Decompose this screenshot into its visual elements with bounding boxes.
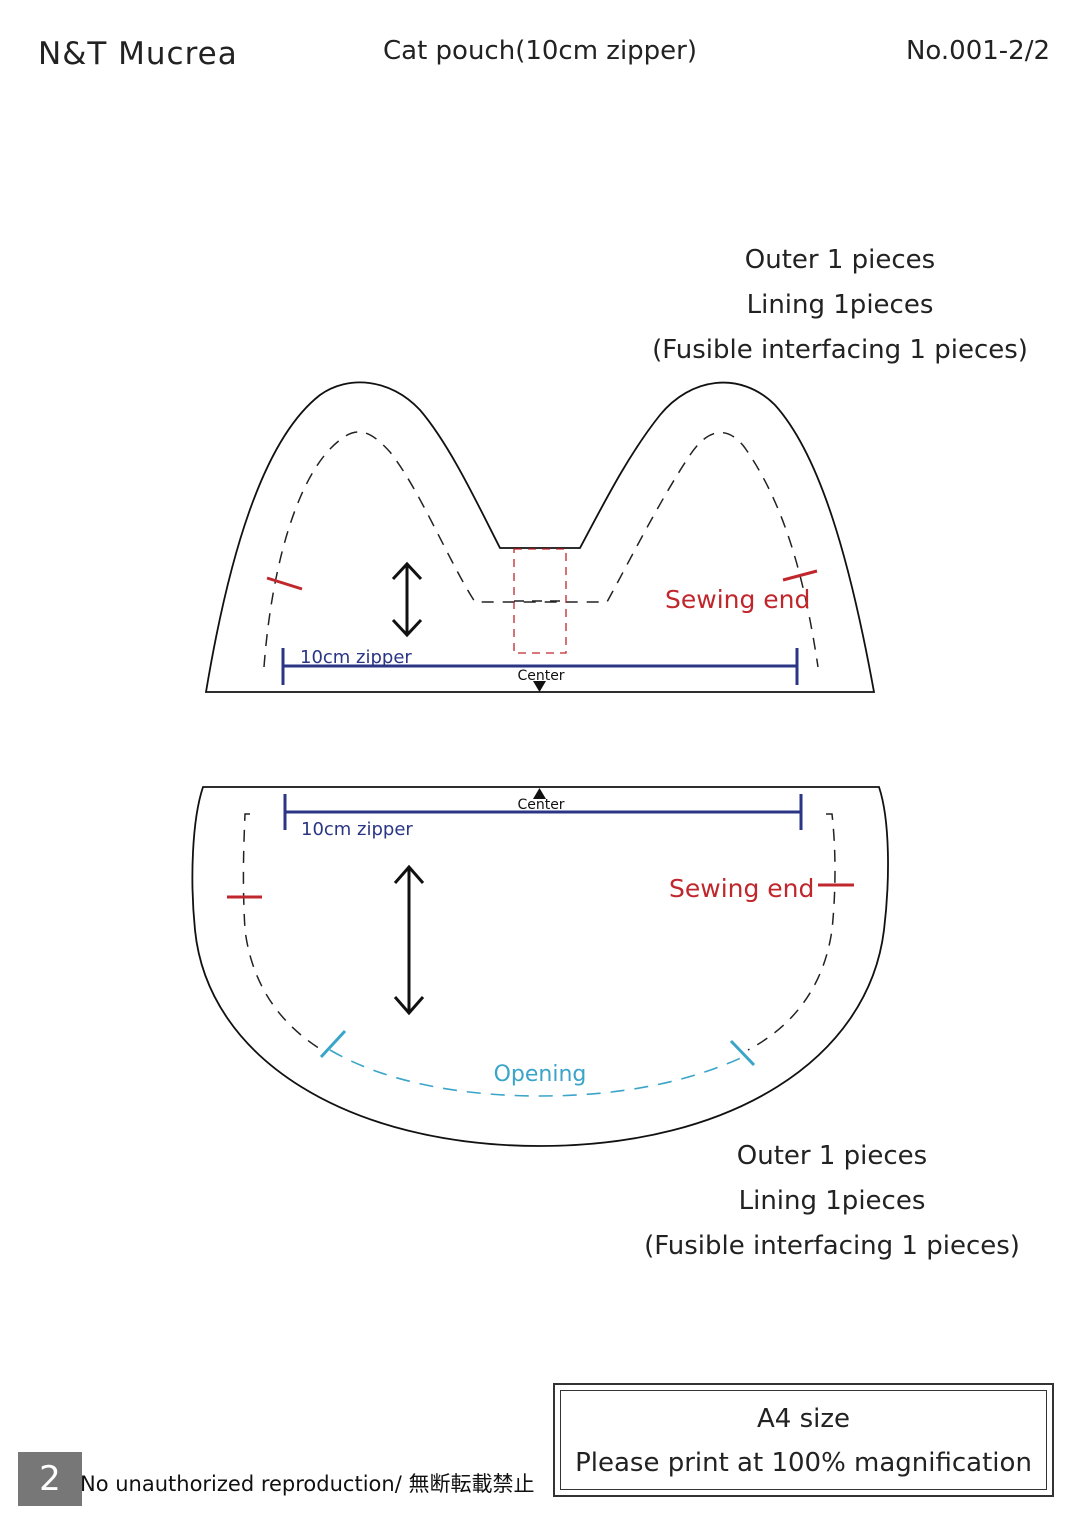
- paper-size: A4 size: [756, 1404, 850, 1434]
- top-center-marker-icon: [533, 681, 546, 692]
- top-sewing-end-label: Sewing end: [665, 585, 810, 614]
- bottom-sewing-end-label: Sewing end: [669, 874, 814, 903]
- top-outer-qty: Outer 1 pieces: [744, 245, 936, 275]
- bottom-piece-cut-line: [191, 786, 889, 1147]
- brand-name: N&T Mucrea: [38, 36, 238, 72]
- print-size-inner: A4 size Please print at 100% magnificati…: [560, 1390, 1047, 1490]
- bottom-piece-seam-line-right: [747, 813, 836, 1051]
- print-instruction: Please print at 100% magnification: [575, 1448, 1032, 1478]
- bottom-zipper-label: 10cm zipper: [301, 819, 413, 840]
- bottom-piece-quantities: Outer 1 pieces Lining 1pieces (Fusible i…: [632, 1134, 1032, 1269]
- opening-mark-right: [729, 1039, 756, 1067]
- opening-seam-line: [329, 1049, 746, 1097]
- top-piece-seam-line: [263, 431, 819, 668]
- bottom-outer-qty: Outer 1 pieces: [736, 1141, 928, 1171]
- top-center-label: Center: [517, 668, 564, 684]
- bottom-piece-seam-line: [242, 813, 326, 1053]
- top-sewing-end-mark-left: [266, 576, 303, 591]
- bottom-grain-arrow-icon: [393, 864, 425, 1016]
- copyright-notice: No unauthorized reproduction/ 無断転載禁止: [80, 1472, 535, 1496]
- bottom-interfacing-qty: (Fusible interfacing 1 pieces): [644, 1231, 1020, 1261]
- print-size-box: A4 size Please print at 100% magnificati…: [553, 1383, 1054, 1497]
- opening-mark-left: [319, 1029, 347, 1059]
- top-piece-quantities: Outer 1 pieces Lining 1pieces (Fusible i…: [640, 238, 1040, 373]
- top-pattern-piece: [204, 381, 876, 693]
- bottom-center-marker-icon: [533, 788, 546, 799]
- top-interfacing-qty: (Fusible interfacing 1 pieces): [652, 335, 1028, 365]
- document-number: No.001-2/2: [905, 36, 1050, 66]
- top-zipper-label: 10cm zipper: [300, 647, 412, 668]
- bottom-lining-qty: Lining 1pieces: [738, 1186, 926, 1216]
- top-lining-qty: Lining 1pieces: [746, 290, 934, 320]
- opening-label: Opening: [494, 1062, 587, 1087]
- pattern-title: Cat pouch(10cm zipper): [382, 36, 698, 66]
- page-number-badge: 2: [18, 1452, 82, 1506]
- top-piece-cut-line: [204, 381, 876, 693]
- bottom-pattern-piece: [191, 786, 889, 1147]
- top-grain-arrow-icon: [391, 561, 423, 638]
- bottom-center-label: Center: [517, 797, 564, 813]
- top-sewing-end-mark-right: [782, 569, 818, 582]
